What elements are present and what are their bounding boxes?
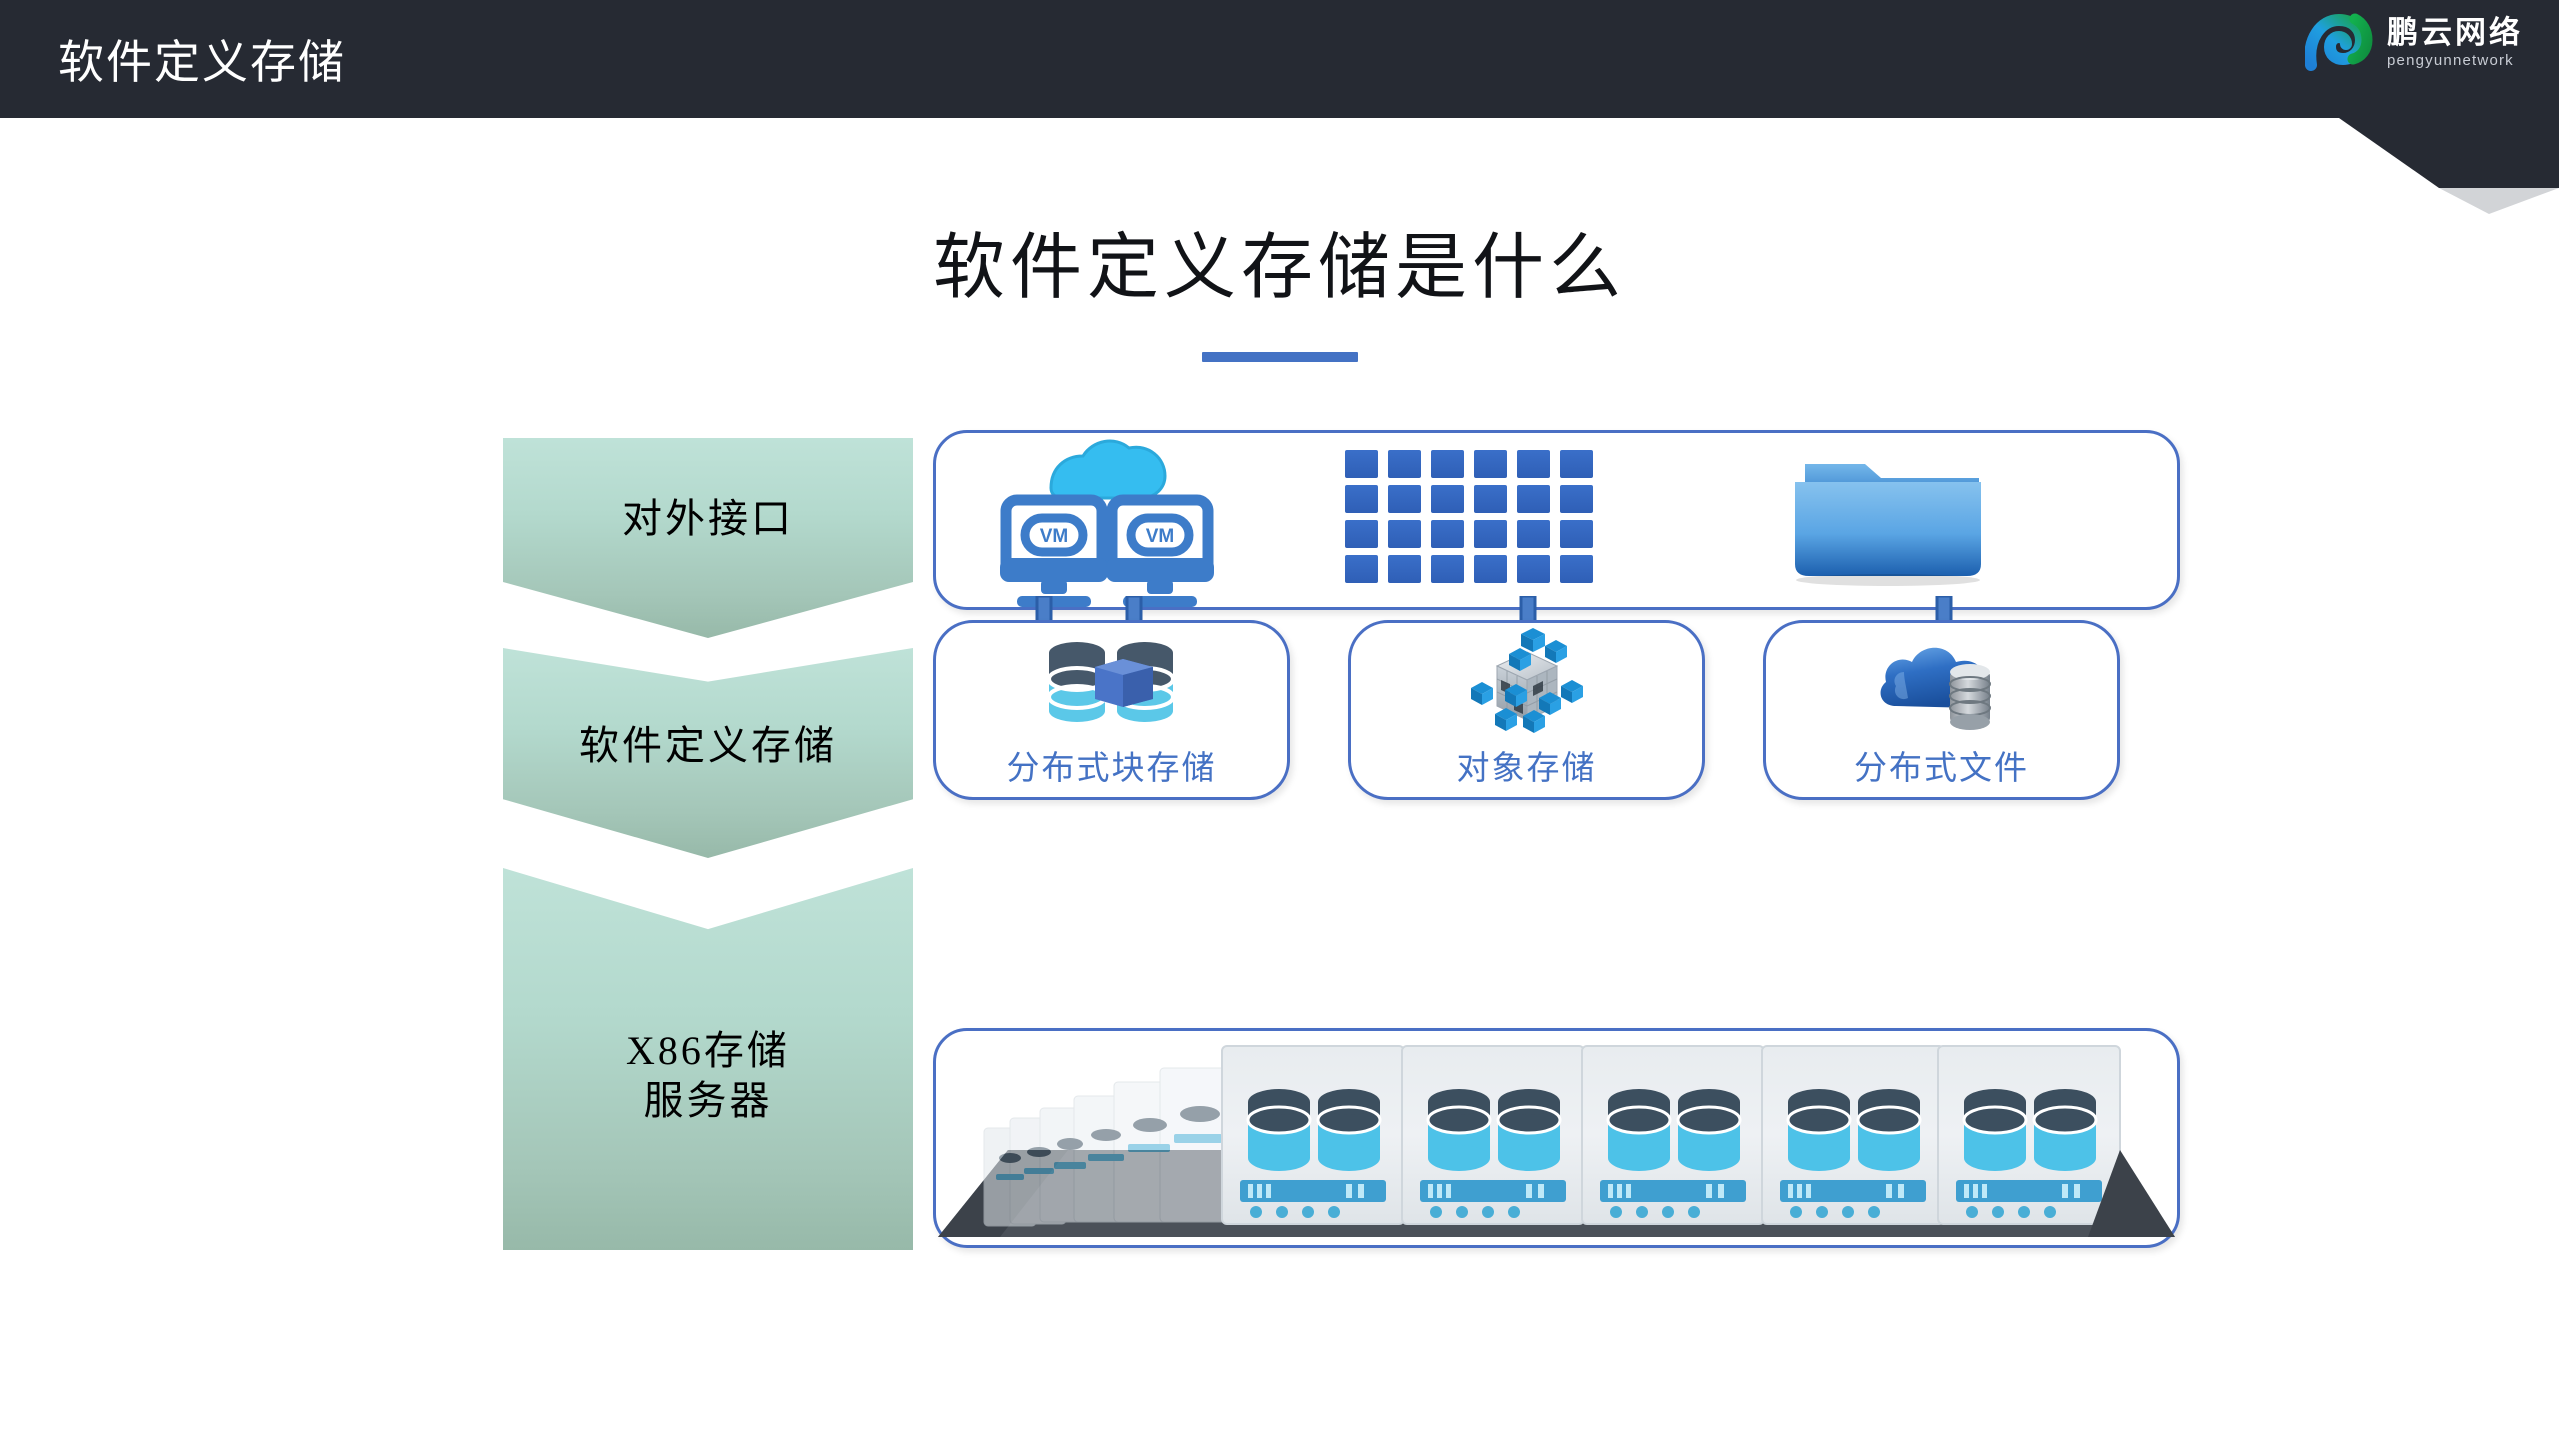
- block-storage-icon: [1037, 629, 1187, 739]
- cloud-vm-icon: VM VM: [1000, 439, 1214, 607]
- layer-chevron-x86[interactable]: X86存储 服务器: [503, 868, 913, 1250]
- cloud-file-storage-icon: [1874, 629, 2010, 739]
- layer-label-interface: 对外接口: [622, 496, 794, 541]
- logo-text-block: 鹏云网络 pengyunnetwork: [2387, 17, 2523, 68]
- storage-card-label-object: 对象存储: [1456, 751, 1597, 787]
- vm-badge-label-1: VM: [1040, 526, 1069, 547]
- header-title: 软件定义存储: [58, 37, 346, 88]
- vm-badge-label-2: VM: [1146, 526, 1175, 547]
- architecture-diagram: 对外接口 软件定义存储 X86存储 服务器: [0, 420, 2559, 1420]
- layer-label-sds: 软件定义存储: [579, 723, 837, 768]
- header-tail-shape: [2339, 118, 2559, 214]
- folder-icon: [1795, 464, 1981, 586]
- object-storage-cube-icon: [1461, 628, 1593, 739]
- x86-server-rack-illustration: [938, 1045, 2175, 1237]
- layer-label-x86-line2: 服务器: [643, 1078, 773, 1123]
- storage-card-file[interactable]: 分布式文件: [1763, 620, 2120, 800]
- storage-card-label-block: 分布式块存储: [1006, 751, 1217, 787]
- header-bar: 软件定义存储: [0, 0, 2559, 118]
- layer-chevron-sds[interactable]: 软件定义存储: [503, 648, 913, 858]
- brand-logo[interactable]: 鹏云网络 pengyunnetwork: [2305, 13, 2523, 71]
- block-grid-icon: [1345, 450, 1593, 583]
- storage-card-label-file: 分布式文件: [1854, 751, 2029, 787]
- pengyun-swoosh-logo-icon: [2305, 13, 2373, 71]
- page-title: 软件定义存储是什么: [932, 228, 1626, 308]
- logo-company-name-cn: 鹏云网络: [2387, 14, 2523, 50]
- title-accent-rule: [1201, 352, 1358, 362]
- storage-card-block[interactable]: 分布式块存储: [933, 620, 1290, 800]
- layer-chevron-interface[interactable]: 对外接口: [503, 438, 913, 638]
- storage-card-object[interactable]: 对象存储: [1348, 620, 1705, 800]
- logo-company-name-en: pengyunnetwork: [2387, 51, 2514, 69]
- layer-label-x86-line1: X86存储: [626, 1028, 790, 1073]
- interface-icon-row: VM VM: [933, 430, 2180, 610]
